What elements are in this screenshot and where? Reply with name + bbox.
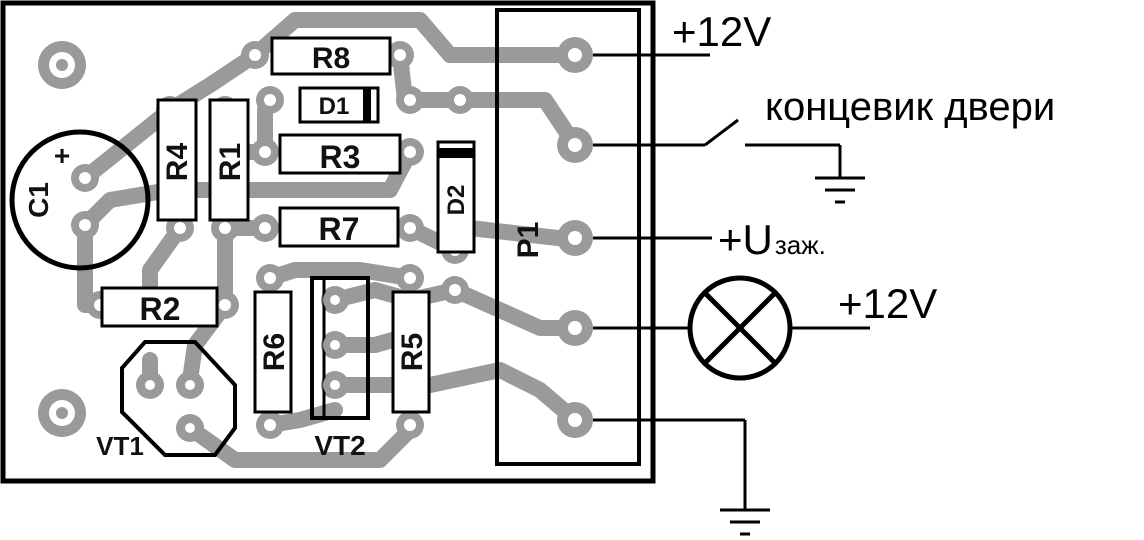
p1-pins	[557, 37, 593, 438]
resistor-r6: R6	[253, 290, 293, 414]
d1-label: D1	[319, 93, 350, 120]
diode-d2: D2	[436, 140, 476, 254]
pin2-label: концевик двери	[765, 85, 1055, 129]
c1-polarity: +	[54, 140, 70, 171]
pin4-label: +12V	[838, 280, 937, 327]
resistor-r8: R8	[270, 36, 392, 76]
lamp-symbol	[687, 275, 793, 381]
p1-label: P1	[512, 222, 545, 259]
transistor-vt1: VT1	[96, 340, 237, 461]
r8-label: R8	[312, 42, 350, 75]
r1-label: R1	[214, 143, 247, 181]
r5-label: R5	[396, 333, 429, 371]
r6-label: R6	[258, 333, 291, 371]
external-wiring: +12V концевик двери +Uзаж. +12V	[593, 8, 1055, 536]
resistor-r5: R5	[391, 290, 431, 414]
r4-label: R4	[161, 143, 194, 182]
diode-d1: D1	[298, 86, 380, 124]
vt2-label: VT2	[314, 430, 365, 461]
pin1-label: +12V	[672, 8, 771, 55]
transistor-vt2: VT2	[310, 276, 370, 461]
resistor-r2: R2	[100, 286, 219, 328]
pin3-sub-label: заж.	[775, 230, 826, 260]
resistor-r3: R3	[278, 133, 402, 175]
pin3-label: +Uзаж.	[718, 216, 826, 263]
pin3-main-label: +U	[718, 216, 773, 263]
c1-label: C1	[23, 182, 54, 218]
capacitor-c1: C1 +	[9, 129, 151, 271]
r3-label: R3	[320, 139, 361, 175]
resistor-r7: R7	[278, 206, 400, 248]
ground-symbol-2	[720, 508, 770, 536]
resistor-r4: R4	[156, 98, 198, 222]
resistor-r1: R1	[208, 98, 250, 222]
mounting-hole-top	[38, 41, 86, 89]
vt1-label: VT1	[96, 431, 144, 461]
ground-symbol-1	[815, 176, 865, 204]
mounting-hole-bottom	[38, 389, 86, 437]
r2-label: R2	[140, 291, 181, 327]
d2-label: D2	[443, 185, 470, 216]
r7-label: R7	[319, 211, 360, 247]
